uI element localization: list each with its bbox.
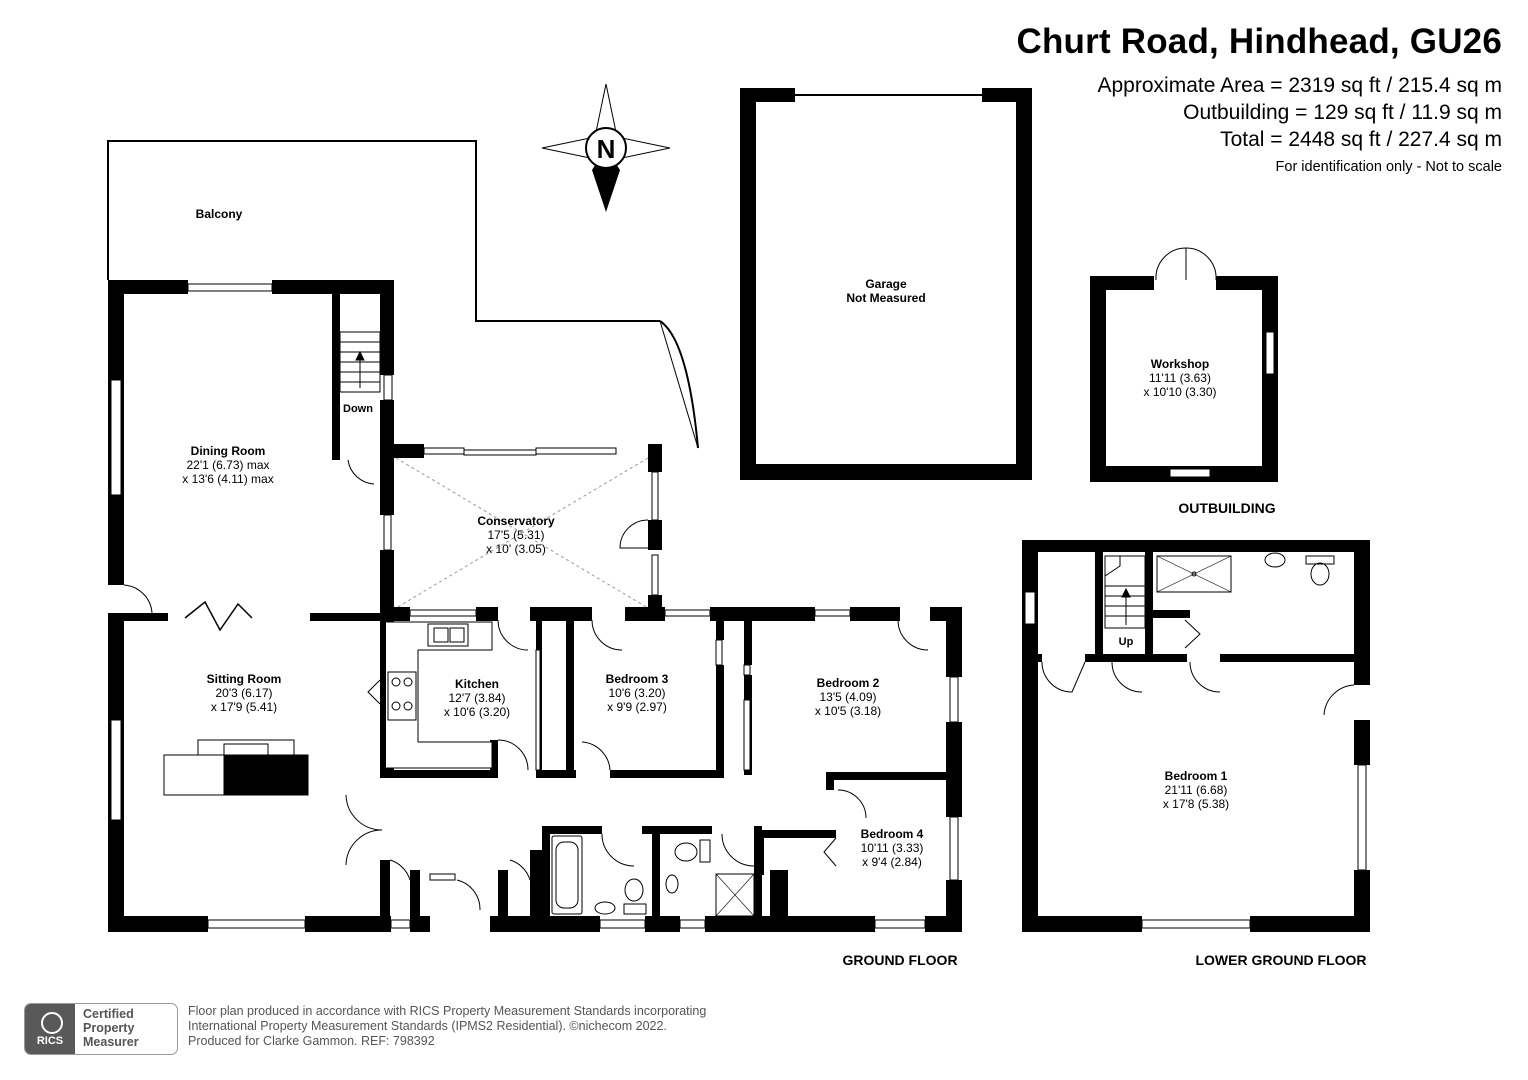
room-dim: 17'5 (5.31) [487,528,545,542]
room-name: Bedroom 1 [1164,769,1228,783]
total-area: Total = 2448 sq ft / 227.4 sq m [1220,128,1502,151]
ground-floor-fixtures [163,331,755,917]
room-dim: 10'11 (3.33) [860,841,924,855]
room-name: Bedroom 2 [816,676,880,690]
room-dim: x 10'5 (3.18) [814,704,882,718]
lower-floor-windows [1024,591,1367,929]
room-dim: 21'11 (6.68) [1164,783,1228,797]
room-name: Bedroom 4 [860,827,924,841]
room-label-sitting: Sitting Room 20'3 (6.17) x 17'9 (5.41) [207,672,282,714]
compass-north-letter: N [597,134,616,164]
room-dim: 11'11 (3.63) [1149,371,1211,385]
room-label-bedroom3: Bedroom 3 10'6 (3.20) x 9'9 (2.97) [606,672,669,714]
approx-area: Approximate Area = 2319 sq ft / 215.4 sq… [1097,74,1503,97]
room-name: Kitchen [454,677,500,691]
rics-crest-icon [41,1012,63,1034]
stair-label-up: Up [1118,636,1134,648]
footer-line: Produced for Clarke Gammon. REF: 798392 [188,1034,435,1048]
badge-line: Property [83,1021,135,1035]
room-name: Bedroom 3 [605,672,669,686]
room-label-kitchen: Kitchen 12'7 (3.84) x 10'6 (3.20) [444,677,510,719]
badge-line: Measurer [83,1035,139,1049]
room-label-conservatory: Conservatory 17'5 (5.31) x 10' (3.05) [477,514,554,556]
floor-label-ground: GROUND FLOOR [842,952,958,968]
room-dim: x 10'6 (3.20) [443,705,511,719]
room-dim: x 10' (3.05) [486,542,546,556]
scale-disclaimer: For identification only - Not to scale [1275,159,1502,175]
footer-notes: Floor plan produced in accordance with R… [188,1004,706,1049]
floor-label-outbuilding: OUTBUILDING [1178,500,1276,516]
conservatory-roof-lines [395,457,649,609]
room-name: Dining Room [190,444,266,458]
badge-line: Certified [83,1007,134,1021]
balcony-outline [107,140,699,449]
room-name: Garage [865,277,907,291]
lower-floor-fixtures [1041,552,1355,716]
room-label-garage: Garage Not Measured [846,277,925,305]
room-dim: x 17'9 (5.41) [210,700,278,714]
room-label-balcony: Balcony [195,207,243,221]
room-label-bedroom4: Bedroom 4 10'11 (3.33) x 9'4 (2.84) [861,827,924,869]
room-name: Workshop [1150,357,1210,371]
stair-label-down: Down [343,403,373,415]
room-note: Not Measured [846,291,926,305]
room-name: Conservatory [477,514,555,528]
room-dim: x 17'8 (5.38) [1162,797,1230,811]
rics-logo: RICS [25,1004,75,1054]
property-title: Churt Road, Hindhead, GU26 [1016,22,1502,61]
ground-floor-windows [110,283,959,929]
room-dim: 20'3 (6.17) [215,686,273,700]
lower-floor-walls [1022,540,1370,932]
floor-label-lower-ground: LOWER GROUND FLOOR [1195,952,1367,968]
rics-certified-badge: RICS Certified Property Measurer [24,1003,178,1055]
room-label-dining: Dining Room 22'1 (6.73) max x 13'6 (4.11… [182,444,273,486]
room-name: Sitting Room [206,672,282,686]
room-dim: x 13'6 (4.11) max [182,472,274,486]
room-dim: 22'1 (6.73) max [186,458,270,472]
footer-line: Floor plan produced in accordance with R… [188,1004,707,1018]
room-dim: x 9'4 (2.84) [862,855,922,869]
outbuilding-area: Outbuilding = 129 sq ft / 11.9 sq m [1183,101,1502,124]
room-dim: 10'6 (3.20) [608,686,666,700]
workshop-walls [1090,247,1278,482]
room-label-bedroom1: Bedroom 1 21'11 (6.68) x 17'8 (5.38) [1163,769,1229,811]
compass-icon: N [541,83,671,212]
room-dim: x 10'10 (3.30) [1143,385,1217,399]
room-dim: 13'5 (4.09) [819,690,877,704]
room-dim: x 9'9 (2.97) [607,700,667,714]
ground-floor-doors [123,459,929,911]
room-label-workshop: Workshop 11'11 (3.63) x 10'10 (3.30) [1143,357,1216,399]
garage-walls [740,88,1032,480]
room-dim: 12'7 (3.84) [448,691,506,705]
footer-line: International Property Measurement Stand… [188,1019,667,1033]
room-label-bedroom2: Bedroom 2 13'5 (4.09) x 10'5 (3.18) [815,676,881,718]
